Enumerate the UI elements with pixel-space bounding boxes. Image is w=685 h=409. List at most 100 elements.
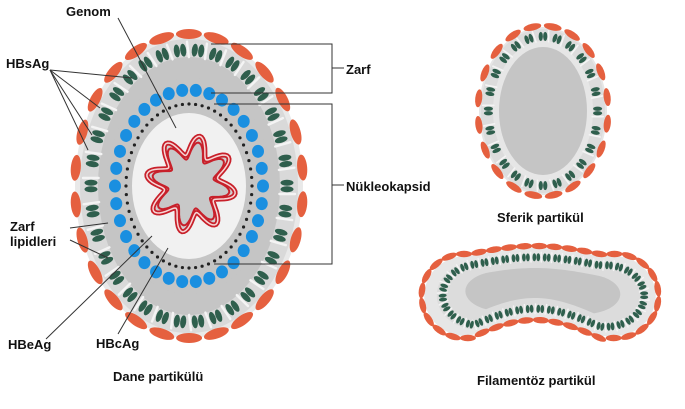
hbcag-core-protein <box>252 145 264 158</box>
hbsag-spike <box>606 251 622 257</box>
lipid <box>551 253 552 263</box>
hbeag-dot <box>174 265 177 268</box>
membrane-protein <box>593 107 602 111</box>
hbeag-dot <box>127 210 130 213</box>
membrane-protein <box>536 253 540 261</box>
hbeag-dot <box>136 136 139 139</box>
membrane-protein <box>281 180 294 186</box>
hbcag-core-protein <box>228 256 240 269</box>
leader-line <box>50 70 88 150</box>
hbcag-core-protein <box>252 214 264 227</box>
caption-dane: Dane partikülü <box>113 369 203 384</box>
lipid <box>603 260 604 270</box>
hbeag-dot <box>130 218 133 221</box>
hbeag-dot <box>156 255 159 258</box>
hbeag-dot <box>200 104 203 107</box>
lipid <box>562 254 563 264</box>
hbeag-dot <box>200 265 203 268</box>
lipid <box>437 292 447 293</box>
hbeag-dot <box>234 239 237 242</box>
hbcag-core-protein <box>110 162 122 175</box>
hbeag-dot <box>250 176 253 179</box>
label-hbcag: HBcAg <box>96 336 139 351</box>
hbcag-core-protein <box>109 180 121 193</box>
hbeag-dot <box>187 266 190 269</box>
hbeag-dot <box>145 123 148 126</box>
hbcag-core-protein <box>256 162 268 175</box>
hbcag-core-protein <box>120 129 132 142</box>
hbeag-dot <box>238 136 241 139</box>
hbeag-dot <box>130 151 133 154</box>
membrane-protein <box>593 111 602 115</box>
hbsag-spike <box>460 335 476 341</box>
hbeag-dot <box>162 109 165 112</box>
hbeag-dot <box>213 259 216 262</box>
leader-line <box>50 70 100 108</box>
hbeag-dot <box>168 262 171 265</box>
membrane-protein <box>85 180 98 186</box>
hbeag-dot <box>145 245 148 248</box>
hbeag-dot <box>242 225 245 228</box>
hbsag-spike <box>606 335 622 341</box>
lipid <box>520 253 521 263</box>
hbcag-core-protein <box>190 84 202 97</box>
spherical-particle <box>474 22 612 201</box>
hbeag-dot <box>194 266 197 269</box>
hbcag-core-protein <box>238 244 250 257</box>
hbeag-dot <box>126 201 129 204</box>
hbcag-core-protein <box>246 129 258 142</box>
dane-particle <box>70 29 309 343</box>
hbeag-dot <box>247 159 250 162</box>
filamentous-particle <box>418 243 663 344</box>
hbeag-dot <box>213 109 216 112</box>
membrane-protein <box>539 181 543 190</box>
membrane-protein <box>543 181 547 190</box>
hbeag-dot <box>249 167 252 170</box>
hbsag-spike <box>456 251 472 257</box>
hbeag-dot <box>230 245 233 248</box>
hbeag-dot <box>219 255 222 258</box>
lipid <box>614 261 615 271</box>
hbeag-dot <box>250 184 253 187</box>
hbcag-core-protein <box>120 230 132 243</box>
hbeag-dot <box>242 143 245 146</box>
hbcag-core-protein <box>163 272 175 285</box>
hbcag-core-protein <box>138 103 150 116</box>
label-hbsag: HBsAg <box>6 56 49 71</box>
hbcag-core-protein <box>216 94 228 107</box>
hbeag-dot <box>141 239 144 242</box>
hbcag-core-protein <box>176 275 188 288</box>
hbcag-core-protein <box>228 103 240 116</box>
hbcag-core-protein <box>238 115 250 128</box>
hbcag-core-protein <box>114 145 126 158</box>
hbeag-dot <box>224 118 227 121</box>
leader-line <box>50 70 92 135</box>
hbeag-dot <box>207 106 210 109</box>
hbeag-dot <box>124 184 127 187</box>
hbcag-core-protein <box>150 94 162 107</box>
lipid <box>605 322 606 332</box>
hbeag-dot <box>247 210 250 213</box>
hbcag-core-protein <box>257 180 269 193</box>
hbcag-core-protein <box>110 197 122 210</box>
hbeag-dot <box>174 104 177 107</box>
membrane-protein <box>281 186 294 192</box>
hbcag-core-protein <box>163 87 175 100</box>
hbeag-dot <box>181 103 184 106</box>
membrane-protein <box>543 32 547 41</box>
hbeag-dot <box>181 266 184 269</box>
lipid <box>524 305 525 315</box>
hbeag-dot <box>125 176 128 179</box>
hbcag-core-protein <box>114 214 126 227</box>
hbcag-core-protein <box>203 87 215 100</box>
hbcag-core-protein <box>246 230 258 243</box>
membrane-protein <box>484 111 493 115</box>
hbeag-dot <box>141 130 144 133</box>
hbeag-dot <box>150 118 153 121</box>
hbeag-dot <box>136 233 139 236</box>
label-nukleokapsid: Nükleokapsid <box>346 179 431 194</box>
hbeag-dot <box>187 102 190 105</box>
hbsag-spike <box>176 29 202 39</box>
hbcag-core-protein <box>176 84 188 97</box>
